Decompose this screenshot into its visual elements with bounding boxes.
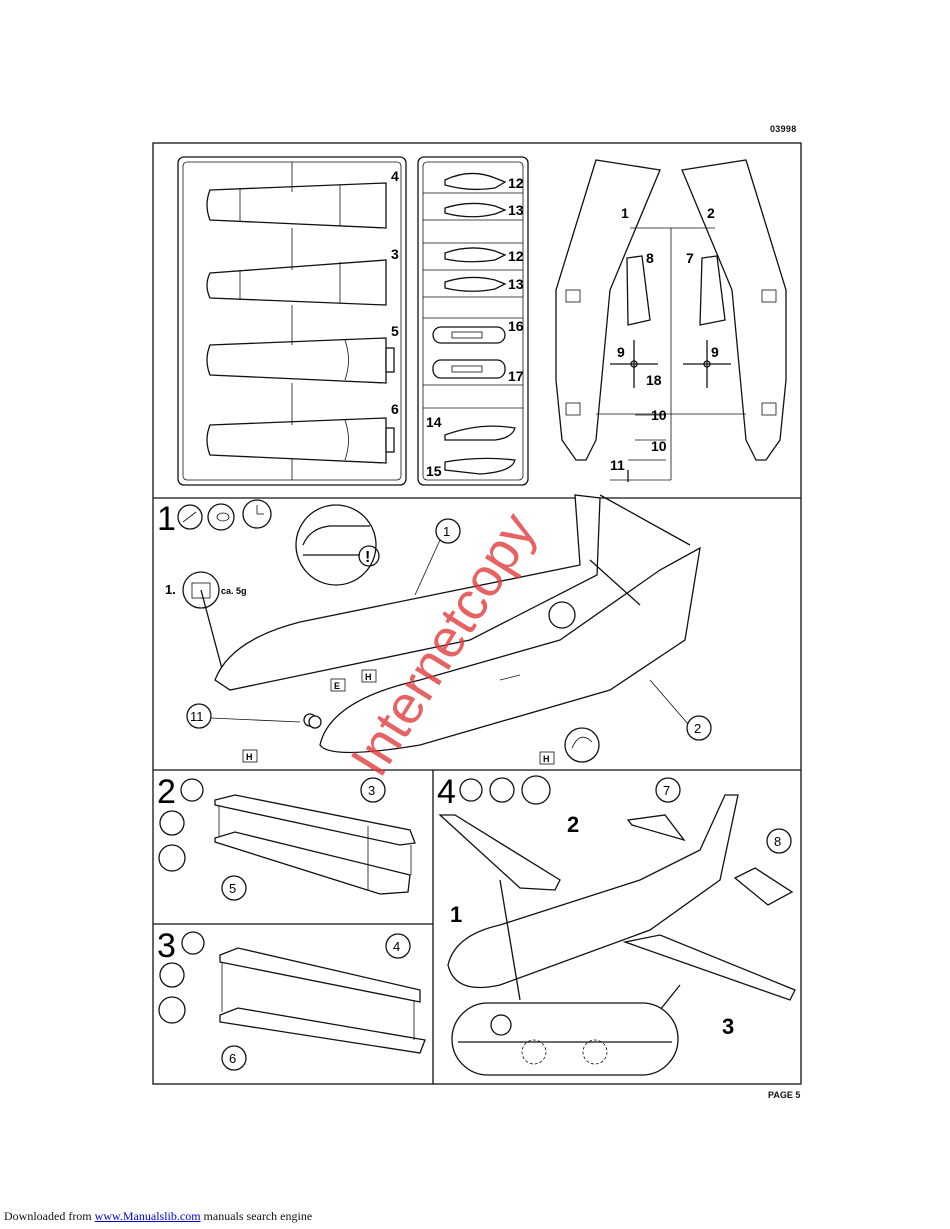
part-number: 15: [426, 463, 442, 479]
callout-number: 7: [663, 783, 670, 798]
part-number: 13: [508, 202, 524, 218]
page-frame: [152, 142, 802, 1085]
wing-part: [206, 259, 387, 306]
part-label: 1: [450, 902, 462, 927]
clock-icon: [158, 996, 186, 1024]
callout: [221, 875, 247, 901]
part-number: 7: [686, 250, 694, 266]
callout: [655, 777, 681, 803]
part-number: 17: [508, 368, 524, 384]
tail-parts: [626, 255, 726, 326]
page-number: PAGE 5: [768, 1090, 801, 1100]
aircraft-assembly-drawing: [438, 794, 796, 1011]
part-number: 9: [711, 344, 719, 360]
part-number: 14: [426, 414, 442, 430]
wing-part: [206, 417, 395, 464]
tag-text: H: [365, 672, 372, 682]
window-parts: [432, 326, 506, 379]
landing-gear-parts: [627, 414, 666, 482]
step-number: 2: [157, 773, 176, 811]
part-number: 5: [391, 323, 399, 339]
callout-number: 11: [190, 709, 204, 724]
cut-icon: [177, 504, 203, 530]
repeat-icon: [564, 727, 600, 763]
part-number: 10: [651, 438, 667, 454]
wing-part: [206, 337, 395, 384]
callout: [414, 518, 461, 596]
svg-text:!: !: [365, 549, 370, 566]
callout-number: 6: [229, 1051, 236, 1066]
tag-label: [361, 669, 377, 683]
step-number: 1: [157, 500, 176, 538]
tag-label: [539, 751, 555, 765]
sub-step: 1.: [165, 582, 176, 597]
tag-text: E: [334, 681, 340, 691]
footer-suffix: manuals search engine: [200, 1209, 313, 1223]
tag-text: H: [543, 754, 550, 764]
cut-icon: [180, 778, 204, 802]
propeller-parts: [610, 340, 731, 388]
tag-label: [330, 678, 346, 692]
callout: [649, 679, 712, 741]
part-number: 3: [391, 246, 399, 262]
cockpit-detail-magnifier: !: [295, 504, 380, 586]
detail-magnifier: [451, 1002, 679, 1076]
document-code: 03998: [770, 124, 797, 134]
glue-icon: [159, 962, 185, 988]
callout-number: 5: [229, 881, 236, 896]
part-number: 8: [646, 250, 654, 266]
cut-icon: [459, 778, 483, 802]
cut-icon: [181, 931, 205, 955]
part-number: 2: [707, 205, 715, 221]
sprue-frame-middle: [417, 156, 529, 486]
callout-number: 1: [443, 524, 450, 539]
sprue-frame-right: [555, 159, 787, 481]
clock-icon: [521, 775, 551, 805]
footer: Downloaded from www.Manualslib.com manua…: [4, 1209, 312, 1224]
part-number: 9: [617, 344, 625, 360]
clock-icon: [242, 499, 272, 529]
part-number: 16: [508, 318, 524, 334]
footer-prefix: Downloaded from: [4, 1209, 95, 1223]
fuselage-drawing: [214, 494, 701, 754]
step-number: 3: [157, 927, 176, 965]
callout-number: 8: [774, 834, 781, 849]
tag-text: H: [246, 752, 253, 762]
part-number: 6: [391, 401, 399, 417]
part-label: 2: [567, 812, 579, 837]
glue-icon: [489, 777, 515, 803]
part-number: 4: [391, 168, 399, 184]
part-number: 12: [508, 248, 524, 264]
part-number: 11: [610, 457, 625, 473]
callout: [360, 777, 386, 803]
nacelle-parts: [444, 172, 507, 292]
weight-note: ca. 5g: [221, 586, 247, 596]
part-number: 12: [508, 175, 524, 191]
footer-link[interactable]: www.Manualslib.com: [94, 1209, 201, 1223]
step-number: 4: [437, 773, 456, 811]
wing-part: [206, 182, 387, 229]
tag-label: [242, 749, 258, 763]
callout: [186, 703, 301, 729]
part-number: 18: [646, 372, 662, 388]
callout: [766, 828, 792, 854]
glue-icon: [159, 810, 185, 836]
callout: [221, 1045, 247, 1071]
wing-assembly-drawing: [214, 794, 416, 895]
callout: [385, 933, 411, 959]
part-number: 10: [651, 407, 667, 423]
callout-number: 3: [368, 783, 375, 798]
part-number: 1: [621, 205, 629, 221]
glue-icon: [207, 503, 235, 531]
callout-number: 2: [694, 721, 701, 736]
weight-icon: [182, 571, 226, 681]
clock-icon: [158, 844, 186, 872]
callout-number: 4: [393, 939, 400, 954]
wing-assembly-drawing: [219, 947, 426, 1054]
part-number: 13: [508, 276, 524, 292]
part-label: 3: [722, 1014, 734, 1039]
canopy-parts: [444, 425, 516, 475]
